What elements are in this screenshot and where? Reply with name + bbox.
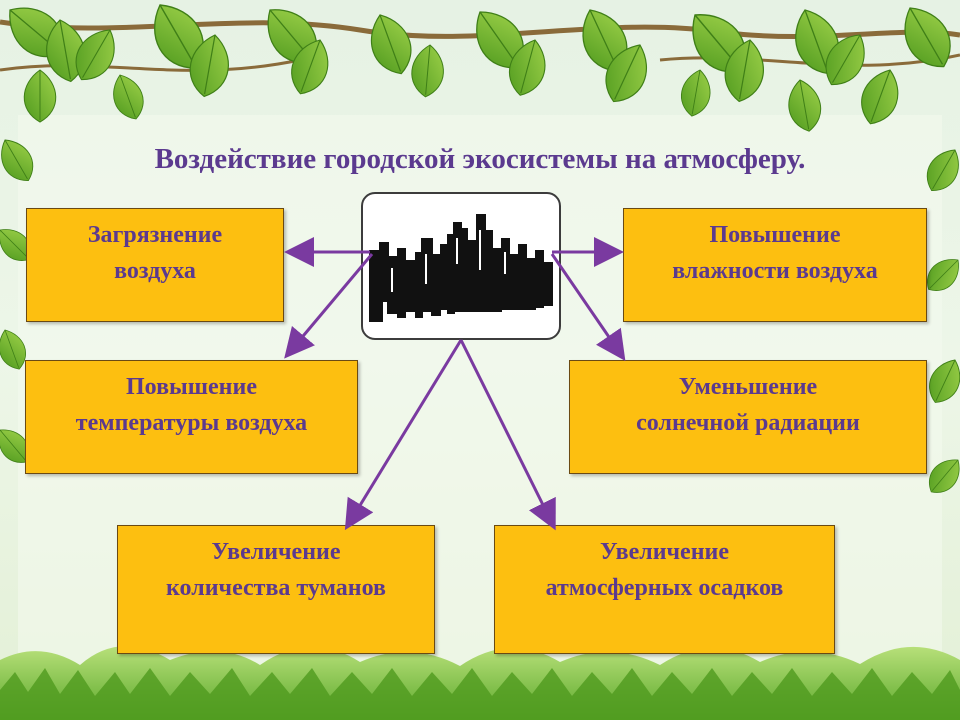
- city-image-panel: [361, 192, 561, 340]
- box-solar-radiation-decrease: Уменьшение солнечной радиации: [569, 360, 927, 474]
- box-label-line1: Загрязнение: [87, 222, 223, 248]
- slide-title: Воздействие городской экосистемы на атмо…: [154, 143, 806, 175]
- box-label-line2: влажности воздуха: [672, 258, 878, 284]
- box-label-line1: Увеличение: [599, 539, 730, 565]
- box-label-line2: количества туманов: [166, 575, 386, 601]
- city-skyline-icon: [369, 214, 553, 322]
- box-label-line1: Повышение: [709, 222, 841, 248]
- box-precipitation-increase: Увеличение атмосферных осадков: [494, 525, 835, 654]
- box-label-line1: Повышение: [126, 374, 257, 400]
- box-fog-increase: Увеличение количества туманов: [117, 525, 435, 654]
- box-air-pollution: Загрязнение воздуха: [26, 208, 284, 322]
- box-label-line2: воздуха: [114, 258, 196, 284]
- box-label-line1: Уменьшение: [678, 374, 818, 400]
- box-temperature-increase: Повышение температуры воздуха: [25, 360, 358, 474]
- box-label-line2: солнечной радиации: [636, 410, 860, 436]
- box-label-line2: атмосферных осадков: [545, 575, 784, 601]
- box-label-line2: температуры воздуха: [75, 410, 308, 436]
- box-label-line1: Увеличение: [211, 539, 341, 565]
- box-humidity-increase: Повышение влажности воздуха: [623, 208, 927, 322]
